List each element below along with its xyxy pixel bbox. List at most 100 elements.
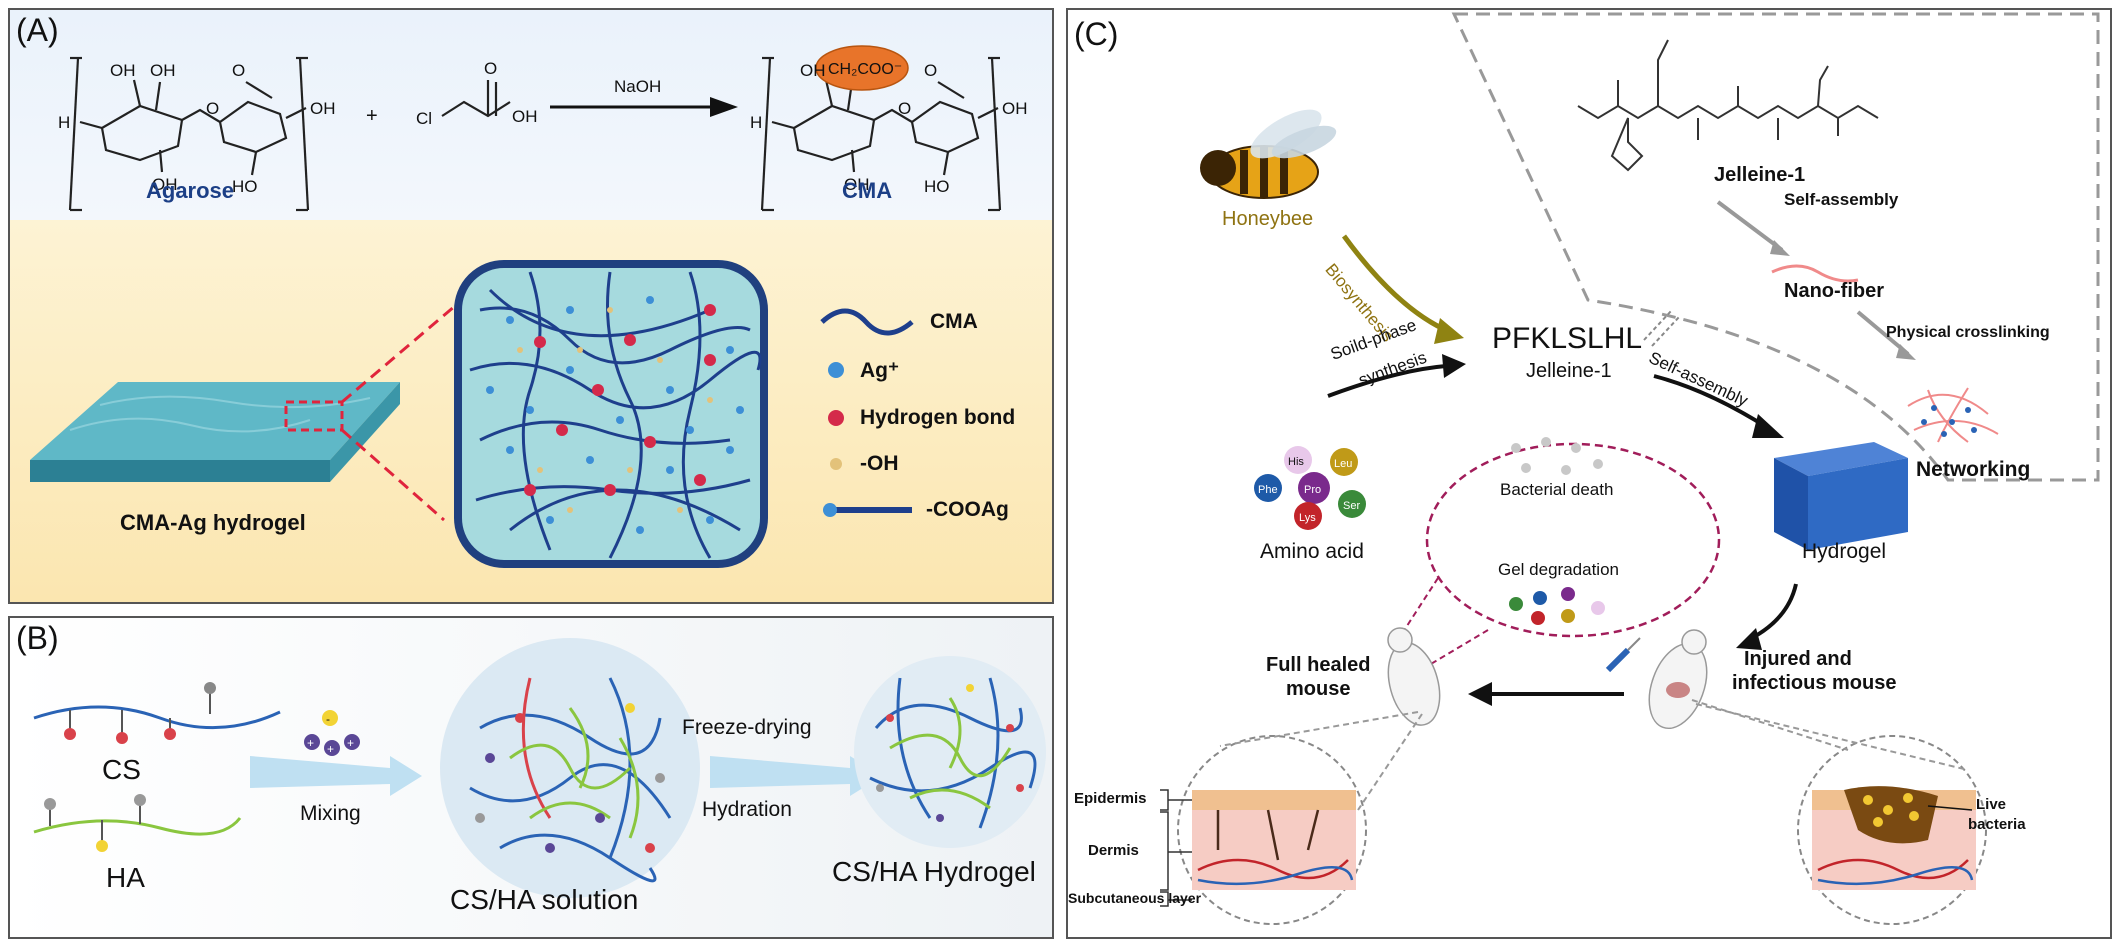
cma-structure	[760, 56, 1002, 212]
agarose-oh-3: OH	[310, 99, 336, 118]
amino-acid-balls	[1254, 446, 1366, 530]
chloroacetic-acid	[441, 80, 511, 118]
healed-skin-layers	[1192, 790, 1356, 890]
agarose-label: Agarose	[146, 178, 235, 203]
ion-sign-4: +	[327, 742, 334, 756]
dashed-pointer-2	[1651, 315, 1681, 347]
healed-skin-circle	[1177, 735, 1367, 925]
legend-symbol-cooag-ball	[823, 503, 837, 517]
solid-phase-arrowhead	[1442, 354, 1466, 378]
network-ag-ions	[486, 296, 744, 534]
injured-skin-bacteria	[1863, 793, 1919, 827]
live-bacteria-label-2: bacteria	[1968, 816, 2026, 833]
agarose-ho: HO	[232, 177, 258, 196]
freeze-drying-label: Freeze-drying	[682, 716, 812, 739]
solution-label: CS/HA solution	[450, 884, 639, 915]
ion-sign-2: +	[307, 736, 314, 750]
injured-label-1: Injured and	[1744, 648, 1852, 670]
ion-sign-1: -	[326, 712, 330, 726]
ha-group-2	[96, 840, 108, 852]
biosynthesis-arrowhead	[1434, 318, 1464, 344]
cma-oh-1: OH	[800, 61, 826, 80]
hydrogel-particles	[876, 684, 1024, 822]
inset-self-assembly-label: Self-assembly	[1784, 190, 1899, 209]
bacteria-dots	[1511, 437, 1603, 475]
chloro-o: O	[484, 59, 497, 78]
injured-zoom-line-2	[1695, 703, 1969, 771]
network-illustration	[1907, 387, 1999, 443]
aa-lys: Lys	[1299, 512, 1316, 524]
hydrogel-cube	[1774, 442, 1908, 550]
panel-a-label: (A)	[16, 12, 59, 48]
panel-b-label: (B)	[16, 620, 59, 656]
ellipse-link-1	[1393, 577, 1439, 647]
injured-mouse	[1648, 629, 1708, 730]
ion-4	[324, 740, 340, 756]
cma-h: H	[750, 113, 762, 132]
panel-c-label: (C)	[1074, 16, 1119, 52]
cma-ho: HO	[924, 177, 950, 196]
freeze-drying-arrow	[710, 756, 882, 796]
ion-3	[344, 734, 360, 750]
subcutaneous-label: Subcutaneous layer	[1068, 890, 1202, 906]
nano-fiber-squiggle	[1771, 264, 1859, 283]
inset-arrow-1	[1716, 200, 1784, 252]
carboxymethyl-ellipse	[815, 45, 909, 91]
live-bacteria-label-1: Live	[1976, 796, 2007, 813]
amino-acid-label: Amino acid	[1260, 540, 1364, 563]
injured-label-2: infectious mouse	[1732, 672, 1897, 694]
aa-leu: Leu	[1334, 458, 1352, 470]
solution-particles	[475, 703, 665, 853]
legend-symbol-oh	[830, 458, 842, 470]
chloro-oh: OH	[512, 107, 538, 126]
hydrogel-to-injured-arrowhead	[1736, 628, 1762, 650]
nano-fiber-label: Nano-fiber	[1784, 280, 1884, 302]
injured-skin-vessels	[1817, 858, 1974, 886]
healed-mouse	[1387, 627, 1441, 726]
panel-a: OH OH O H O OH OH HO + Cl O OH NaOH	[8, 8, 1054, 604]
cs-group-2	[116, 732, 128, 744]
cma-o-1: O	[924, 61, 937, 80]
dermis-label: Dermis	[1088, 842, 1139, 859]
injured-skin-circle	[1797, 735, 1987, 925]
bacterial-death-label: Bacterial death	[1500, 480, 1614, 499]
hydrogel-strands	[869, 677, 1037, 829]
ha-pendants	[49, 804, 141, 842]
layer-brackets	[1160, 789, 1192, 907]
ha-chain	[33, 817, 242, 836]
honeybee-illustration	[1200, 109, 1337, 199]
hydration-label: Hydration	[702, 798, 792, 821]
network-h-bonds	[524, 304, 716, 496]
chloro-cl: Cl	[416, 109, 432, 128]
hydrogel-sphere	[854, 656, 1046, 848]
inset-fan-outline	[1451, 12, 2100, 482]
aa-ser: Ser	[1343, 500, 1360, 512]
agarose-oh-4: OH	[152, 175, 178, 194]
ion-sign-3: +	[347, 736, 354, 750]
agarose-oh-2: OH	[150, 61, 176, 80]
full-healed-label-2: mouse	[1286, 678, 1351, 700]
cs-group-4	[204, 682, 216, 694]
panel-a-top-band	[10, 10, 1052, 220]
self-assembly-arrow	[1653, 374, 1770, 430]
syringe	[1605, 637, 1641, 673]
cma-o-2: O	[898, 99, 911, 118]
hydrogel-slab	[30, 382, 400, 482]
zoom-line-top	[341, 298, 463, 404]
healed-skin-vessels	[1197, 809, 1354, 886]
legend-label-oh: -OH	[860, 452, 899, 475]
ion-1	[304, 734, 320, 750]
solid-phase-arrow	[1327, 364, 1447, 398]
ha-group-3	[134, 794, 146, 806]
healed-zoom-line-2	[1357, 713, 1423, 811]
legend-label-ag: Ag⁺	[860, 359, 900, 382]
gel-degradation-label: Gel degradation	[1498, 560, 1619, 579]
panel-a-drawing: OH OH O H O OH OH HO + Cl O OH NaOH	[30, 45, 1028, 568]
cs-chain	[33, 705, 281, 730]
ha-group-1	[44, 798, 56, 810]
cs-label: CS	[102, 754, 141, 785]
epidermis-label: Epidermis	[1074, 790, 1147, 807]
network-oh-groups	[517, 307, 713, 513]
jelleine-structure	[1577, 39, 1879, 172]
physical-crosslinking-label: Physical crosslinking	[1886, 324, 2050, 341]
